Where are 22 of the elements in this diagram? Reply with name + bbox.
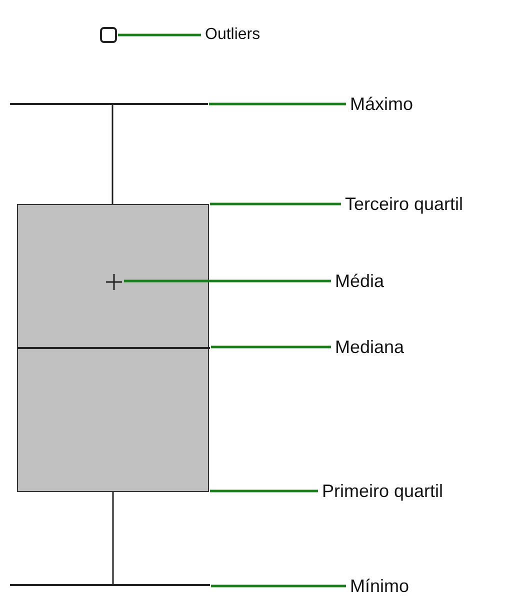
part-label: Primeiro quartil xyxy=(322,477,444,505)
leader-line xyxy=(211,346,331,348)
part-label: Terceiro quartil xyxy=(345,190,464,218)
leader-line xyxy=(124,280,331,282)
outlier-marker xyxy=(100,27,117,43)
median-line xyxy=(18,347,210,349)
leader-line xyxy=(209,102,346,106)
mean-marker xyxy=(105,273,123,291)
whisker-cap-line xyxy=(10,584,210,586)
part-label: Mínimo xyxy=(350,572,410,596)
leader-line xyxy=(118,34,201,36)
whisker-line xyxy=(112,105,114,204)
whisker-line xyxy=(112,492,114,584)
whisker-cap-line xyxy=(10,103,208,105)
part-label: Média xyxy=(335,267,384,295)
leader-line xyxy=(210,202,341,206)
leader-line xyxy=(211,584,346,588)
leader-line xyxy=(210,490,318,492)
part-label: Máximo xyxy=(350,90,414,118)
part-label: Outliers xyxy=(205,21,260,49)
part-label: Mediana xyxy=(335,333,404,361)
interquartile-box xyxy=(17,204,209,492)
